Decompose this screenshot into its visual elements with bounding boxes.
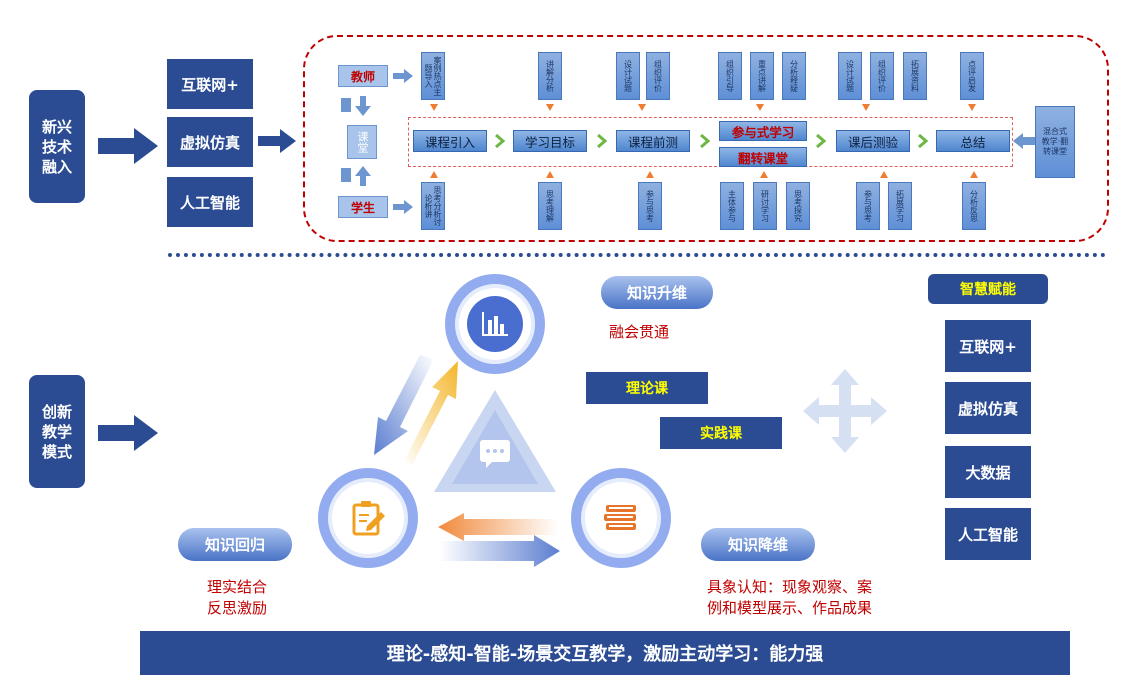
practice-course: 实践课 bbox=[660, 417, 782, 449]
flow-posttest: 课后测验 bbox=[836, 130, 910, 152]
smart-ai: 人工智能 bbox=[945, 508, 1031, 560]
flow-flipped: 翻转课堂 bbox=[719, 147, 807, 167]
student-label: 学生 bbox=[338, 196, 388, 218]
label-return: 知识回归 bbox=[178, 528, 292, 561]
smart-bigdata: 大数据 bbox=[945, 446, 1031, 498]
main-tag bbox=[341, 168, 351, 182]
top-box: 设计试题 bbox=[838, 52, 862, 100]
flow-pretest: 课程前测 bbox=[616, 130, 690, 152]
bottom-box: 分析反思 bbox=[962, 182, 986, 230]
flow-inner-frame bbox=[408, 117, 1013, 167]
arrow-up-icon bbox=[355, 166, 371, 186]
arrow-right-icon bbox=[393, 69, 413, 83]
blended-learning-box: 混合式教学·翻转课堂 bbox=[1035, 106, 1075, 178]
arrow-right-icon bbox=[98, 128, 158, 164]
tech-ai: 人工智能 bbox=[167, 177, 253, 227]
teacher-label: 教师 bbox=[338, 65, 388, 87]
top-box: 分析释疑 bbox=[782, 52, 806, 100]
bottom-box: 参与思考 bbox=[856, 182, 880, 230]
bottom-box: 思考分析讨论析讲 bbox=[421, 182, 445, 230]
arrow-down-icon bbox=[355, 96, 371, 116]
return-text: 理实结合 反思激励 bbox=[207, 578, 268, 617]
arrow-right-icon bbox=[98, 415, 158, 451]
four-way-arrow-icon bbox=[803, 369, 887, 453]
reduce-text: 具象认知：现象观察、案 例和模型展示、作品成果 bbox=[707, 578, 873, 617]
smart-vr: 虚拟仿真 bbox=[945, 382, 1031, 434]
top-box: 重点讲解 bbox=[750, 52, 774, 100]
flow-intro: 课程引入 bbox=[413, 130, 487, 152]
classroom-label: 课堂 bbox=[347, 125, 377, 159]
footer-banner: 理论-感知-智能-场景交互教学，激励主动学习：能力强 bbox=[140, 631, 1070, 675]
chevron-right-icon bbox=[700, 134, 711, 148]
bottom-box: 主体参与 bbox=[720, 182, 744, 230]
top-box: 案例热点主题导入 bbox=[421, 52, 445, 100]
side-label-tech: 新兴 技术 融入 bbox=[29, 90, 85, 203]
top-box: 设计试题 bbox=[616, 52, 640, 100]
upgrade-text: 融会贯通 bbox=[609, 323, 670, 341]
flow-container bbox=[303, 35, 1109, 242]
gradient-arrows-icon bbox=[438, 513, 560, 567]
circle-upgrade bbox=[445, 274, 545, 374]
gradient-arrows-icon bbox=[374, 355, 458, 465]
arrow-right-icon bbox=[393, 200, 413, 214]
chevron-right-icon bbox=[918, 134, 929, 148]
triangle-shape bbox=[434, 390, 556, 492]
flow-summary: 总结 bbox=[936, 130, 1010, 152]
top-box: 组织引导 bbox=[718, 52, 742, 100]
bottom-box: 思考探究 bbox=[786, 182, 810, 230]
circle-reduce bbox=[571, 468, 671, 568]
side-label-mode: 创新 教学 模式 bbox=[29, 375, 85, 488]
flow-goal: 学习目标 bbox=[513, 130, 587, 152]
top-box: 讲解分析 bbox=[538, 52, 562, 100]
circle-return bbox=[318, 468, 418, 568]
chevron-right-icon bbox=[495, 134, 506, 148]
top-box: 组织评价 bbox=[646, 52, 670, 100]
clipboard-edit-icon bbox=[352, 501, 385, 536]
chevron-right-icon bbox=[597, 134, 608, 148]
bottom-box: 思考理解 bbox=[538, 182, 562, 230]
label-reduce: 知识降维 bbox=[701, 528, 815, 561]
bottom-box: 拓展学习 bbox=[888, 182, 912, 230]
arrow-left-icon bbox=[1013, 133, 1035, 149]
top-box: 拓展资料 bbox=[903, 52, 927, 100]
bottom-box: 研讨学习 bbox=[753, 182, 777, 230]
theory-course: 理论课 bbox=[586, 372, 708, 404]
chevron-right-icon bbox=[816, 134, 827, 148]
flow-participatory: 参与式学习 bbox=[719, 121, 807, 141]
smart-internet: 互联网+ bbox=[945, 320, 1031, 372]
section-divider bbox=[168, 253, 1106, 257]
tech-internet: 互联网+ bbox=[167, 59, 253, 109]
top-box: 点评启发 bbox=[960, 52, 984, 100]
bar-chart-icon bbox=[482, 312, 508, 336]
bottom-box: 参与思考 bbox=[638, 182, 662, 230]
books-icon bbox=[604, 505, 636, 530]
smart-empower-title: 智慧赋能 bbox=[928, 274, 1048, 304]
arrow-right-icon bbox=[258, 129, 296, 153]
label-upgrade: 知识升维 bbox=[601, 276, 713, 309]
tech-vr: 虚拟仿真 bbox=[167, 117, 253, 167]
lead-tag bbox=[341, 98, 351, 112]
top-box: 组织评价 bbox=[870, 52, 894, 100]
